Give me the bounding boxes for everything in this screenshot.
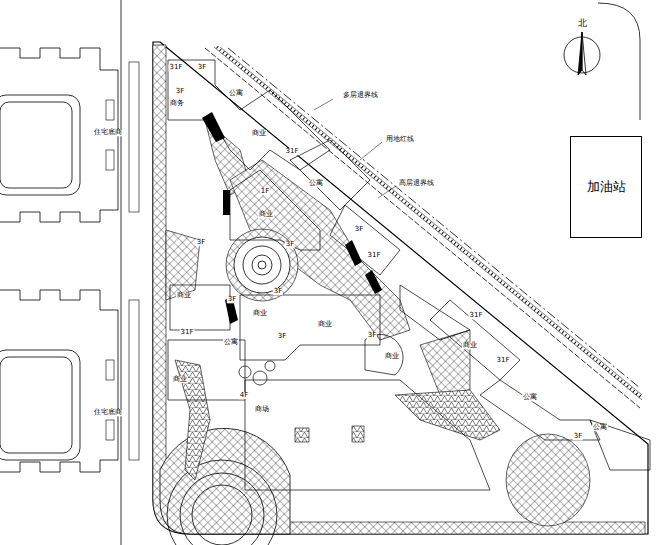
line-label: 用地红线 [385, 136, 415, 143]
plan-label: 商业 [258, 211, 274, 218]
plan-label: 3F [285, 241, 295, 248]
plan-label: 商业 [384, 353, 400, 360]
plan-label: 商业 [172, 376, 188, 383]
plan-label: 3F [273, 288, 283, 295]
plan-label: 商业 [317, 321, 333, 328]
plan-label: 商务 [169, 100, 185, 107]
plan-label: 住宅底商 [93, 129, 123, 136]
plan-label: 4F [239, 392, 249, 399]
plan-label: 31F [180, 329, 195, 336]
plan-label: 商业 [462, 342, 478, 349]
plan-label: 商业 [176, 292, 192, 299]
plan-label: 3F [367, 332, 377, 339]
plan-label: 31F [169, 64, 184, 71]
plan-label: 31F [469, 312, 484, 319]
plan-label: 住宅底商 [93, 409, 123, 416]
plan-label: 公寓 [223, 339, 239, 346]
plan-label: 31F [367, 252, 382, 259]
plan-label: 公寓 [592, 424, 608, 431]
plan-label: 商场 [254, 406, 270, 413]
north-label: 北 [577, 19, 588, 28]
building-label: 加油站 [587, 178, 626, 196]
plan-label: 商业 [252, 310, 268, 317]
plan-label: 3F [573, 433, 583, 440]
plan-label: 公寓 [522, 394, 538, 401]
gas-station-box: 加油站 [570, 136, 642, 238]
plan-label: 3F [354, 226, 364, 233]
plan-label: 3F [196, 239, 206, 246]
plan-label: 3F [227, 296, 237, 303]
plan-label: 3F [277, 333, 287, 340]
plan-label: 3F [197, 64, 207, 71]
plan-label: 公寓 [228, 90, 244, 97]
line-label: 高层退界线 [398, 180, 435, 187]
plan-label: 1F [260, 188, 270, 195]
line-label: 多层退界线 [342, 92, 379, 99]
plan-label: 31F [496, 357, 511, 364]
plan-label: 公寓 [308, 180, 324, 187]
plan-label: 商业 [251, 130, 267, 137]
plan-label: 31F [285, 148, 300, 155]
plan-label: 3F [175, 88, 185, 95]
